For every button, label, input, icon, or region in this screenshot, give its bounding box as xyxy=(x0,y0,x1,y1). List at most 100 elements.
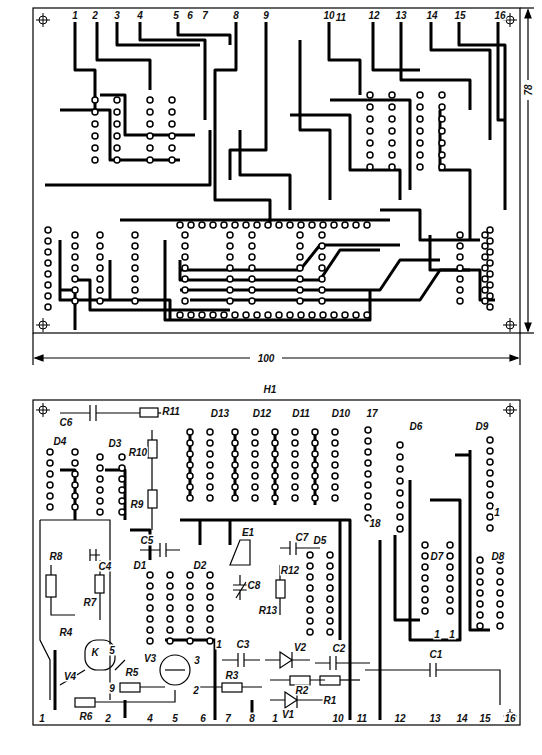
solder-pad xyxy=(327,563,333,569)
solder-pad xyxy=(292,484,298,490)
board-outline xyxy=(33,400,520,725)
solder-pad xyxy=(447,608,453,614)
solder-pad xyxy=(254,312,260,318)
solder-pad xyxy=(72,254,78,260)
solder-pad xyxy=(207,616,213,622)
solder-pad xyxy=(482,254,488,260)
solder-pad xyxy=(447,575,453,581)
solder-pad xyxy=(447,597,453,603)
solder-pad xyxy=(397,478,403,484)
component-label: D1 xyxy=(133,560,148,571)
solder-pad xyxy=(114,97,120,103)
solder-pad xyxy=(457,276,463,282)
solder-pad xyxy=(297,254,303,260)
solder-pad xyxy=(297,287,303,293)
solder-pad xyxy=(477,579,483,585)
solder-pad xyxy=(207,583,213,589)
solder-pad xyxy=(319,276,325,282)
solder-pad xyxy=(97,254,103,260)
solder-pad xyxy=(92,157,98,163)
component-label: 2 xyxy=(192,685,200,696)
solder-pad xyxy=(187,594,193,600)
solder-pad xyxy=(207,627,213,633)
solder-pad xyxy=(72,243,78,249)
component-label: D6 xyxy=(409,421,424,432)
solder-pad xyxy=(114,157,120,163)
solder-pad xyxy=(487,514,493,520)
component-label: R3 xyxy=(225,670,240,681)
component-label: 11 xyxy=(356,713,368,724)
solder-pad xyxy=(232,451,238,457)
component-label: 7 xyxy=(201,10,209,21)
solder-pad xyxy=(167,605,173,611)
solder-pad xyxy=(272,473,278,479)
solder-pad xyxy=(272,429,278,435)
component-label: 14 xyxy=(425,10,438,21)
solder-pad xyxy=(331,312,337,318)
solder-pad xyxy=(249,232,255,238)
solder-pad xyxy=(422,586,428,592)
solder-pad xyxy=(487,503,493,509)
solder-pad xyxy=(182,276,188,282)
solder-pad xyxy=(298,222,304,228)
solder-pad xyxy=(265,222,271,228)
solder-pad xyxy=(169,121,175,127)
solder-pad xyxy=(487,470,493,476)
solder-pad xyxy=(276,312,282,318)
component-label: R9 xyxy=(130,499,145,510)
solder-pad xyxy=(119,509,125,515)
solder-pad xyxy=(487,437,493,443)
component-label: 1 xyxy=(38,713,46,724)
solder-pad xyxy=(312,495,318,501)
solder-pad xyxy=(182,232,188,238)
component-label: D13 xyxy=(210,408,230,419)
solder-pad xyxy=(439,104,445,110)
solder-pad xyxy=(477,601,483,607)
solder-pad xyxy=(45,282,51,288)
solder-pad xyxy=(232,429,238,435)
solder-pad xyxy=(72,504,78,510)
solder-pad xyxy=(332,484,338,490)
solder-pad xyxy=(97,232,103,238)
solder-pad xyxy=(397,466,403,472)
solder-pad xyxy=(319,265,325,271)
solder-pad xyxy=(188,222,194,228)
solder-pad xyxy=(72,460,78,466)
solder-pad xyxy=(327,629,333,635)
solder-pad xyxy=(97,487,103,493)
solder-pad xyxy=(320,312,326,318)
component-label: 3 xyxy=(113,10,121,21)
solder-pad xyxy=(243,312,249,318)
solder-pad xyxy=(439,164,445,170)
component-label: R2 xyxy=(295,685,310,696)
component-label: C6 xyxy=(59,417,74,428)
solder-pad xyxy=(457,287,463,293)
component-label: 8 xyxy=(248,713,256,724)
solder-pad xyxy=(422,553,428,559)
solder-pad xyxy=(417,116,423,122)
solder-pad xyxy=(367,164,373,170)
solder-pad xyxy=(92,145,98,151)
solder-pad xyxy=(342,222,348,228)
solder-pad xyxy=(167,583,173,589)
solder-pad xyxy=(167,572,173,578)
solder-pad xyxy=(482,232,488,238)
solder-pad xyxy=(319,254,325,260)
solder-pad xyxy=(72,265,78,271)
solder-pad xyxy=(353,222,359,228)
component-label: 10 xyxy=(322,10,335,21)
solder-pad xyxy=(389,128,395,134)
solder-pad xyxy=(365,471,371,477)
solder-pad xyxy=(92,121,98,127)
component-label: 9 xyxy=(262,10,270,21)
solder-pad xyxy=(482,287,488,293)
solder-pad xyxy=(188,312,194,318)
solder-pad xyxy=(45,304,51,310)
solder-pad xyxy=(249,287,255,293)
solder-pad xyxy=(439,116,445,122)
solder-pad xyxy=(367,128,373,134)
solder-pad xyxy=(207,473,213,479)
solder-pad xyxy=(187,605,193,611)
component-label: 13 xyxy=(394,10,407,21)
